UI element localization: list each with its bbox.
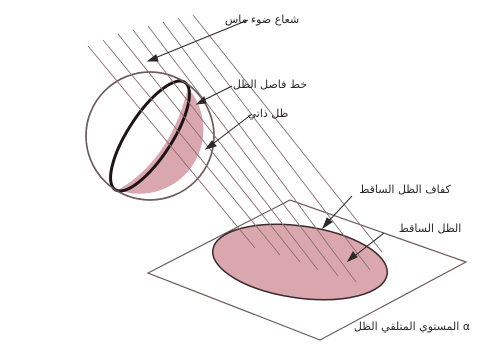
label-tangent-ray: شعاع ضوء ماس — [225, 13, 299, 26]
sphere — [85, 71, 215, 201]
leader-lines — [146, 19, 385, 263]
label-shadow-boundary-line: خط فاصل الظل — [233, 78, 307, 91]
label-receiving-plane: المستوي المتلقي الظل α — [354, 320, 470, 333]
label-cast-shadow: الظل الساقط — [399, 222, 462, 235]
label-cast-shadow-outline: كفاف الظل الساقط — [359, 183, 451, 196]
label-self-shadow: ظل ذاتي — [248, 107, 289, 120]
